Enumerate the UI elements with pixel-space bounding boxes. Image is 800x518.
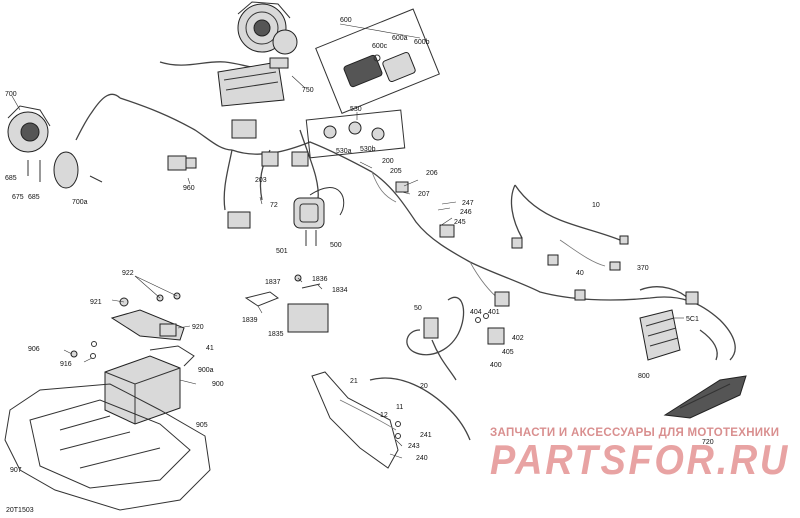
callout-922: 922 [122,270,134,277]
harness-rear-20 [311,371,471,469]
callout-labels: 600 600a 600b 600c 700 700a 685 675 685 … [5,17,714,474]
callout-501: 501 [276,248,288,255]
callout-800: 800 [638,373,650,380]
relay-bracket [110,292,185,341]
callout-404: 404 [470,309,482,316]
callout-907: 907 [10,467,22,474]
callout-200: 200 [382,158,394,165]
callout-50: 50 [414,305,422,312]
callout-906: 906 [28,346,40,353]
callout-921: 921 [90,299,102,306]
watermark-logo: PARTSFOR.RU [490,436,790,483]
connector-group-530 [305,109,406,159]
callout-530a: 530a [336,148,352,155]
callout-21: 21 [350,378,358,385]
callout-900: 900 [212,381,224,388]
callout-11: 11 [396,404,403,411]
callout-240: 240 [416,455,428,462]
headlight-top [237,1,298,55]
callout-600c: 600c [372,43,388,50]
callout-720: 720 [702,439,714,446]
voltage-regulator [639,309,718,361]
callout-600b: 600b [414,39,430,46]
callout-10: 10 [592,202,600,209]
callout-400: 400 [490,362,502,369]
fuse-box-top [217,57,289,107]
diagram-code: 20T1503 [6,507,34,514]
callout-41: 41 [206,345,214,352]
callout-241: 241 [420,432,432,439]
callout-1839: 1839 [242,317,258,324]
callout-40: 40 [576,270,584,277]
callout-20: 20 [420,383,428,390]
callout-245: 245 [454,219,466,226]
leader-lines [11,23,684,459]
module-500 [293,187,345,246]
battery [104,345,195,425]
callout-750: 750 [302,87,314,94]
callout-72: 72 [270,202,278,209]
callout-402: 402 [512,335,524,342]
callout-243: 243 [408,443,420,450]
callout-960: 960 [183,185,195,192]
callout-675: 675 [12,194,24,201]
callout-685-left: 685 [5,175,17,182]
callout-600: 600 [340,17,352,24]
callout-916: 916 [60,361,72,368]
callout-246: 246 [460,209,472,216]
callout-1834: 1834 [332,287,348,294]
callout-530: 530 [350,106,362,113]
callout-401: 401 [488,309,500,316]
battery-tray [4,383,211,511]
callout-205: 205 [390,168,402,175]
callout-700: 700 [5,91,17,98]
watermark-tagline: ЗАПЧАСТИ И АКСЕССУАРЫ ДЛЯ МОТОТЕХНИКИ [490,427,779,439]
sensor-bracket [244,274,329,333]
small-connectors [167,119,699,307]
callout-530b: 530b [360,146,376,153]
callout-905: 905 [196,422,208,429]
callout-600a: 600a [392,35,408,42]
callout-1836: 1836 [312,276,328,283]
callout-1835: 1835 [268,331,284,338]
callout-1837: 1837 [265,279,281,286]
harness-main-wires [75,61,736,361]
callout-405: 405 [502,349,514,356]
callout-5C1: 5C1 [686,316,699,323]
harness-50 [406,296,505,381]
callout-12: 12 [380,412,388,419]
callout-206: 206 [426,170,438,177]
gauge-cluster [315,8,440,114]
tail-light [663,375,747,419]
callout-900a: 900a [198,367,214,374]
watermark: ЗАПЧАСТИ И АКСЕССУАРЫ ДЛЯ МОТОТЕХНИКИ PA… [490,427,790,483]
callout-920: 920 [192,324,204,331]
headlight-left [7,105,103,189]
callout-247: 247 [462,200,474,207]
callout-207: 207 [418,191,430,198]
callout-700a: 700a [72,199,88,206]
callout-203: 203 [255,177,267,184]
callout-685-right: 685 [28,194,40,201]
hardware-906-916 [70,341,97,359]
callout-370: 370 [637,265,649,272]
callout-500: 500 [330,242,342,249]
